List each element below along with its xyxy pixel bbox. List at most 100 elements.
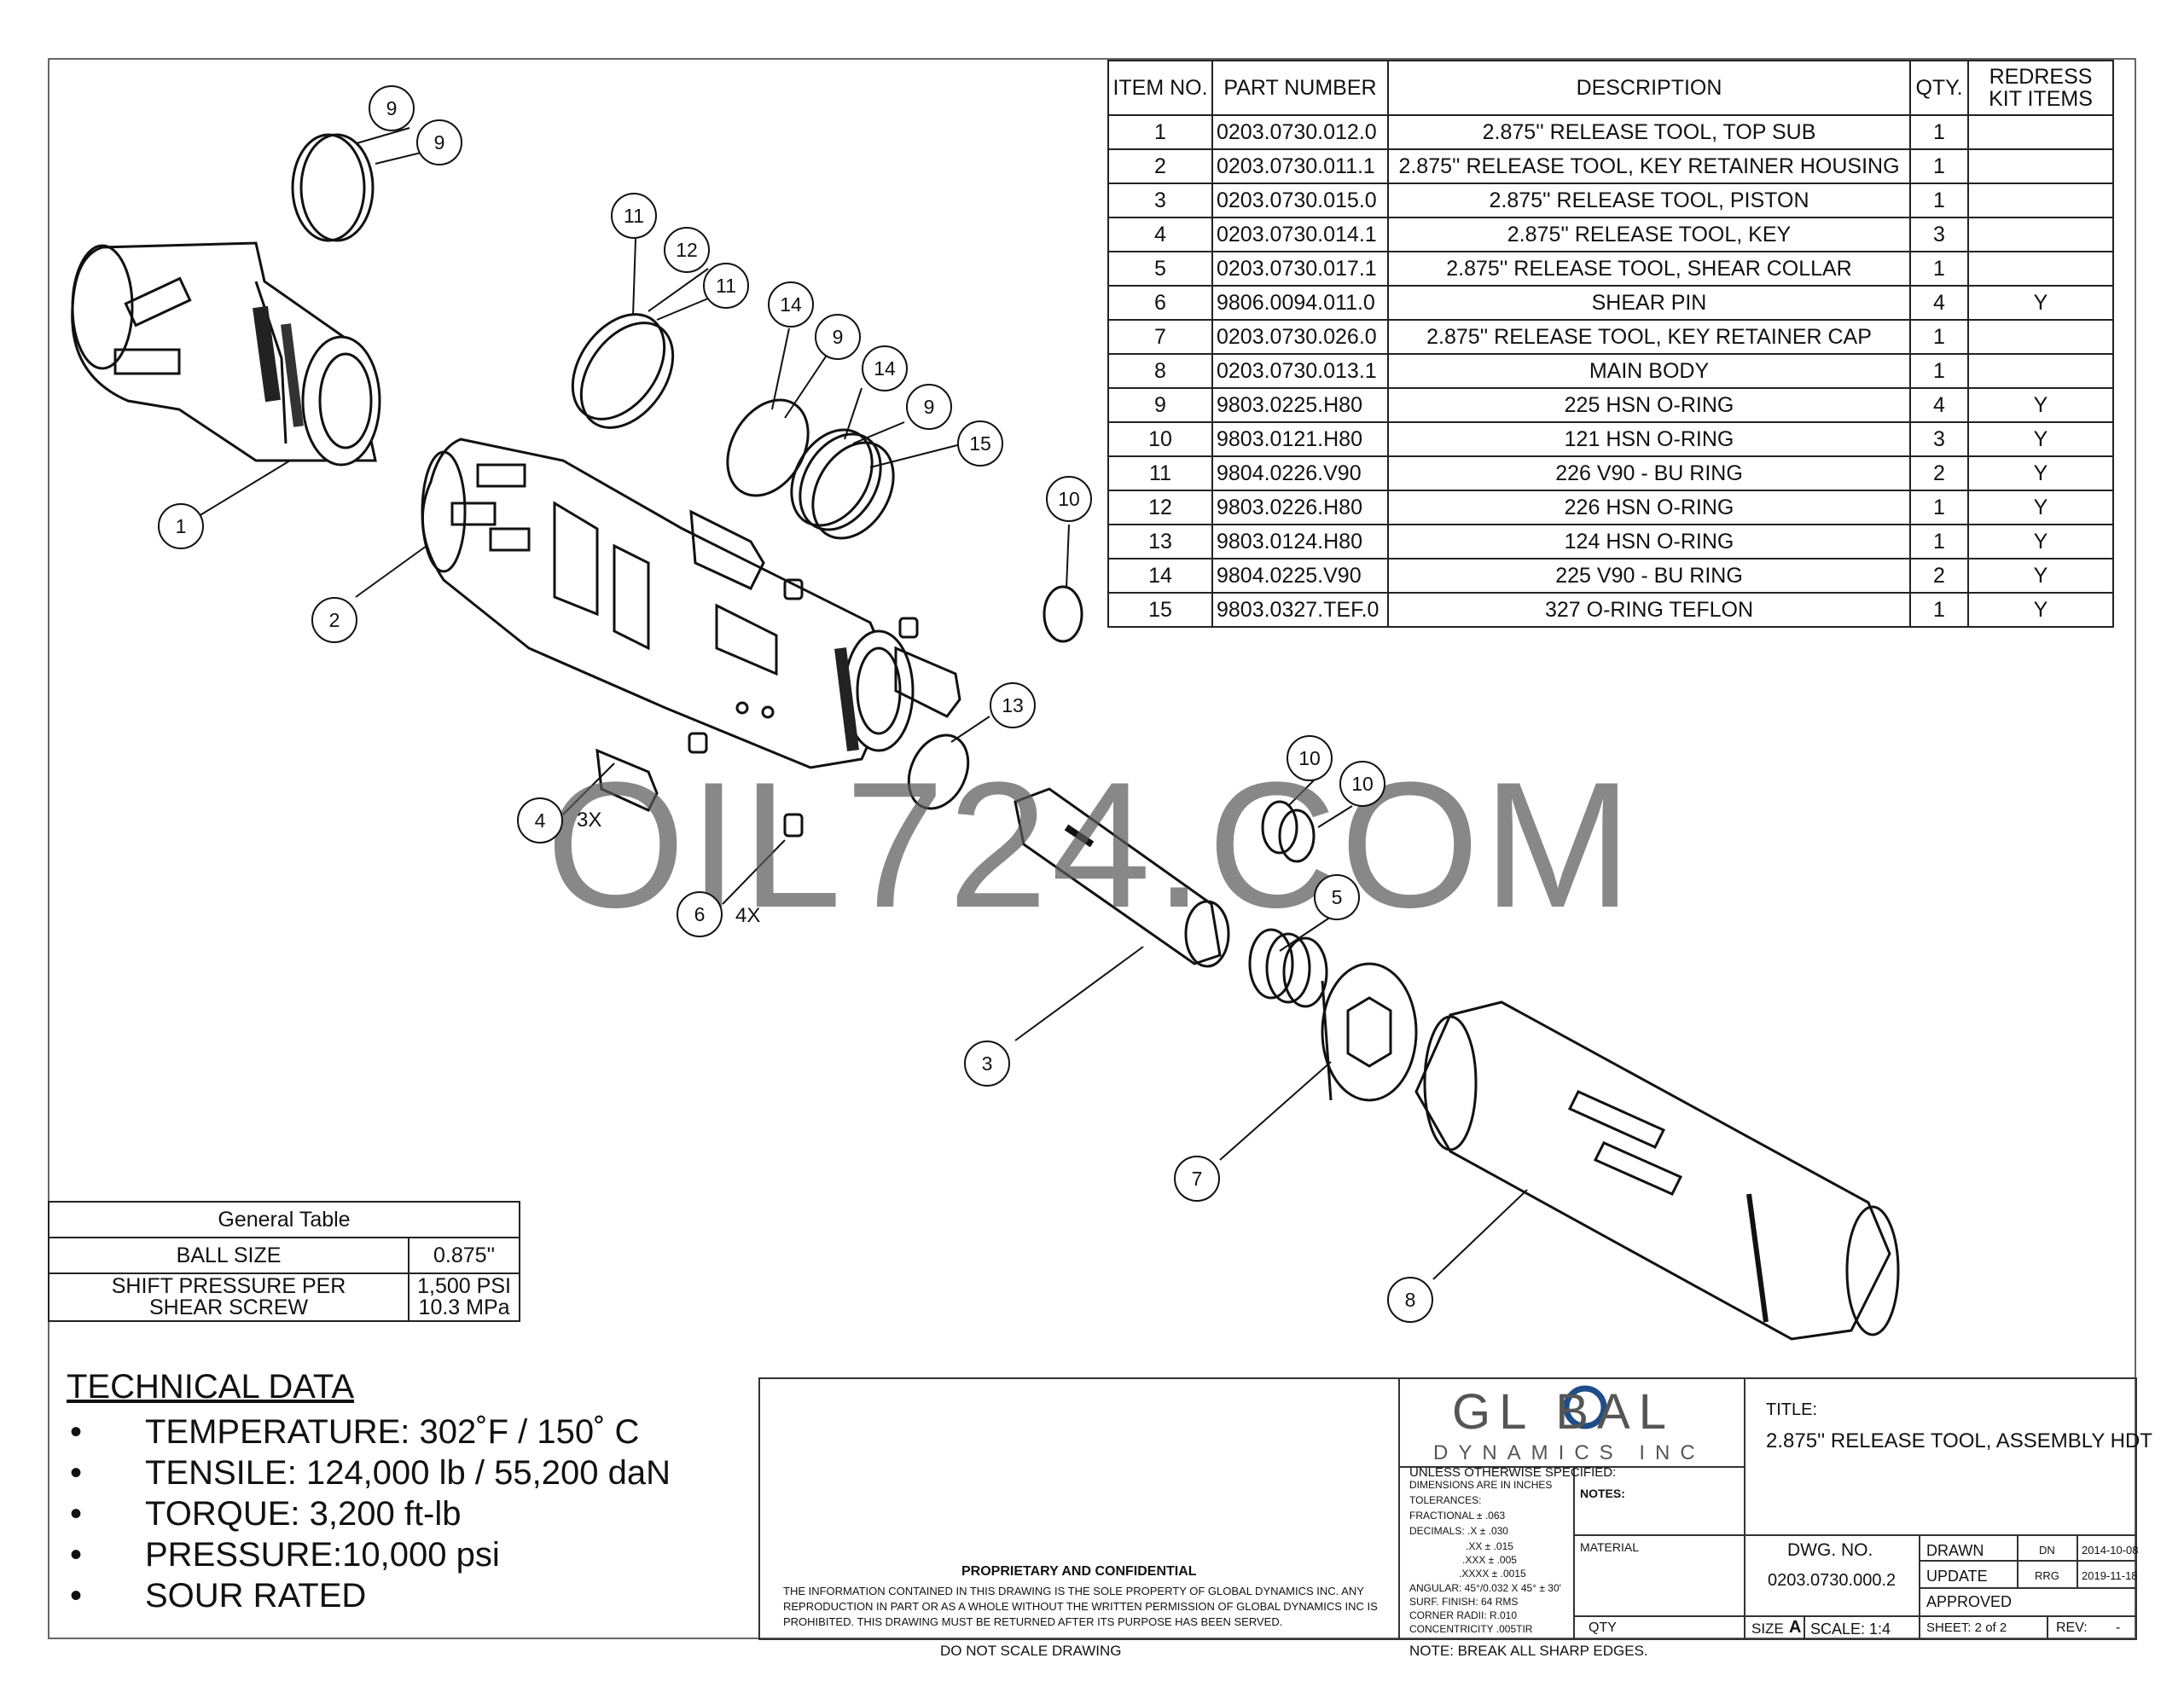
bom-cell-kit: Y	[1967, 421, 2114, 457]
part-1-top-sub	[71, 241, 381, 467]
ball-size-value: 0.875''	[408, 1237, 520, 1274]
part-6-pin-d	[783, 813, 804, 838]
bom-cell-part: 0203.0730.015.0	[1211, 183, 1389, 218]
bom-cell-desc: 124 HSN O-RING	[1387, 524, 1911, 559]
bom-cell-part: 0203.0730.017.1	[1211, 251, 1389, 287]
bom-cell-kit	[1967, 251, 2114, 287]
tb-approved-label: APPROVED	[1926, 1593, 2013, 1610]
bom-cell-desc: 2.875'' RELEASE TOOL, KEY RETAINER CAP	[1387, 319, 1911, 355]
bom-cell-desc: MAIN BODY	[1387, 353, 1911, 389]
bom-cell-item: 4	[1107, 217, 1213, 252]
general-table-title: General Table	[48, 1201, 520, 1238]
tb-concentricity: CONCENTRICITY .005TIR	[1409, 1623, 1533, 1635]
bom-cell-item: 11	[1107, 455, 1213, 491]
bom-header-item: ITEM NO.	[1107, 60, 1213, 116]
part-8-main-body	[1414, 1000, 1900, 1341]
part-6-pin-c	[688, 732, 708, 754]
bom-cell-desc: 226 V90 - BU RING	[1387, 455, 1911, 491]
bom-cell-qty: 3	[1909, 217, 1969, 252]
bom-cell-kit: Y	[1967, 490, 2114, 525]
bom-cell-kit	[1967, 353, 2114, 389]
tb-angular: ANGULAR: 45°/0.032 X 45° ± 30'	[1409, 1582, 1561, 1594]
part-6-pin-b	[898, 617, 919, 639]
shift-pressure-label: SHIFT PRESSURE PER SHEAR SCREW	[47, 1272, 410, 1322]
callout-11a: 11	[611, 193, 657, 239]
part-5-shear-collar	[1248, 928, 1328, 1008]
tb-qty-label: QTY	[1589, 1620, 1617, 1635]
bom-cell-part: 0203.0730.011.1	[1211, 148, 1389, 184]
bom-cell-part: 9806.0094.011.0	[1211, 285, 1389, 321]
bom-header-kit: REDRESS KIT ITEMS	[1967, 60, 2114, 116]
bom-cell-part: 0203.0730.026.0	[1211, 319, 1389, 355]
proprietary-text-line-1: THE INFORMATION CONTAINED IN THIS DRAWIN…	[783, 1585, 1364, 1597]
tb-rev-label: REV:	[2056, 1620, 2088, 1635]
logo-subtitle: DYNAMICS INC	[1433, 1441, 1705, 1464]
bom-cell-kit	[1967, 114, 2114, 150]
bom-cell-kit: Y	[1967, 558, 2114, 594]
bom-cell-part: 9803.0121.H80	[1211, 421, 1389, 457]
bom-cell-item: 9	[1107, 387, 1213, 423]
technical-data-heading: TECHNICAL DATA	[67, 1368, 355, 1406]
callout-6-qty: 4X	[735, 904, 761, 927]
bom-cell-kit: Y	[1967, 387, 2114, 423]
bom-cell-item: 2	[1107, 148, 1213, 184]
tb-drawn-label: DRAWN	[1926, 1542, 1984, 1559]
bom-cell-item: 12	[1107, 490, 1213, 525]
tb-notes-label: NOTES:	[1580, 1487, 1625, 1500]
bom-cell-kit: Y	[1967, 455, 2114, 491]
tb-unless: UNLESS OTHERWISE SPECIFIED:	[1409, 1465, 1617, 1480]
callout-4: 4	[517, 797, 563, 844]
tb-dec-xxxx: .XXXX ± .0015	[1459, 1568, 1526, 1580]
callout-3: 3	[964, 1041, 1010, 1087]
part-3-piston	[1014, 787, 1230, 968]
tb-update-date: 2019-11-18	[2082, 1569, 2138, 1582]
callout-9b: 9	[416, 119, 462, 165]
bom-cell-part: 9803.0327.TEF.0	[1211, 592, 1389, 628]
bom-cell-desc: 226 HSN O-RING	[1387, 490, 1911, 525]
callout-5: 5	[1314, 874, 1360, 920]
bom-cell-part: 9804.0225.V90	[1211, 558, 1389, 594]
callout-9a: 9	[369, 85, 415, 131]
proprietary-heading: PROPRIETARY AND CONFIDENTIAL	[961, 1564, 1197, 1579]
logo-wordmark: GL BAL	[1452, 1384, 1675, 1440]
callout-7: 7	[1174, 1156, 1220, 1202]
bom-cell-part: 9803.0124.H80	[1211, 524, 1389, 559]
part-4-key-left	[595, 748, 659, 812]
bom-cell-qty: 1	[1909, 148, 1969, 184]
bom-cell-item: 10	[1107, 421, 1213, 457]
break-edges-note: NOTE: BREAK ALL SHARP EDGES.	[1409, 1643, 1648, 1659]
tb-rev-value: -	[2116, 1620, 2121, 1635]
callout-10b: 10	[1287, 735, 1333, 781]
tb-dims: DIMENSIONS ARE IN INCHES	[1409, 1479, 1553, 1491]
part-10-oring-right	[1043, 585, 1083, 643]
bom-cell-desc: 2.875'' RELEASE TOOL, PISTON	[1387, 183, 1911, 218]
shift-pressure-value: 1,500 PSI 10.3 MPa	[408, 1272, 520, 1322]
part-9-oring-a	[291, 133, 366, 242]
bom-cell-desc: 121 HSN O-RING	[1387, 421, 1911, 457]
bom-cell-part: 9804.0226.V90	[1211, 455, 1389, 491]
bom-cell-item: 7	[1107, 319, 1213, 355]
part-4-key-right	[894, 646, 961, 718]
callout-11b: 11	[703, 263, 749, 309]
bom-cell-qty: 1	[1909, 592, 1969, 628]
tb-decimals: DECIMALS: .X ± .030	[1409, 1525, 1508, 1537]
part-9-oring-b	[299, 133, 375, 242]
tb-drawn-by: DN	[2039, 1544, 2055, 1557]
bom-cell-kit	[1967, 217, 2114, 252]
bom-cell-item: 14	[1107, 558, 1213, 594]
do-not-scale-note: DO NOT SCALE DRAWING	[940, 1643, 1122, 1659]
bom-cell-item: 5	[1107, 251, 1213, 287]
tb-dwg-no-value: 0203.0730.000.2	[1768, 1571, 1896, 1590]
bom-header-part: PART NUMBER	[1211, 60, 1389, 116]
bom-cell-desc: 225 HSN O-RING	[1387, 387, 1911, 423]
bom-header-qty: QTY.	[1909, 60, 1969, 116]
